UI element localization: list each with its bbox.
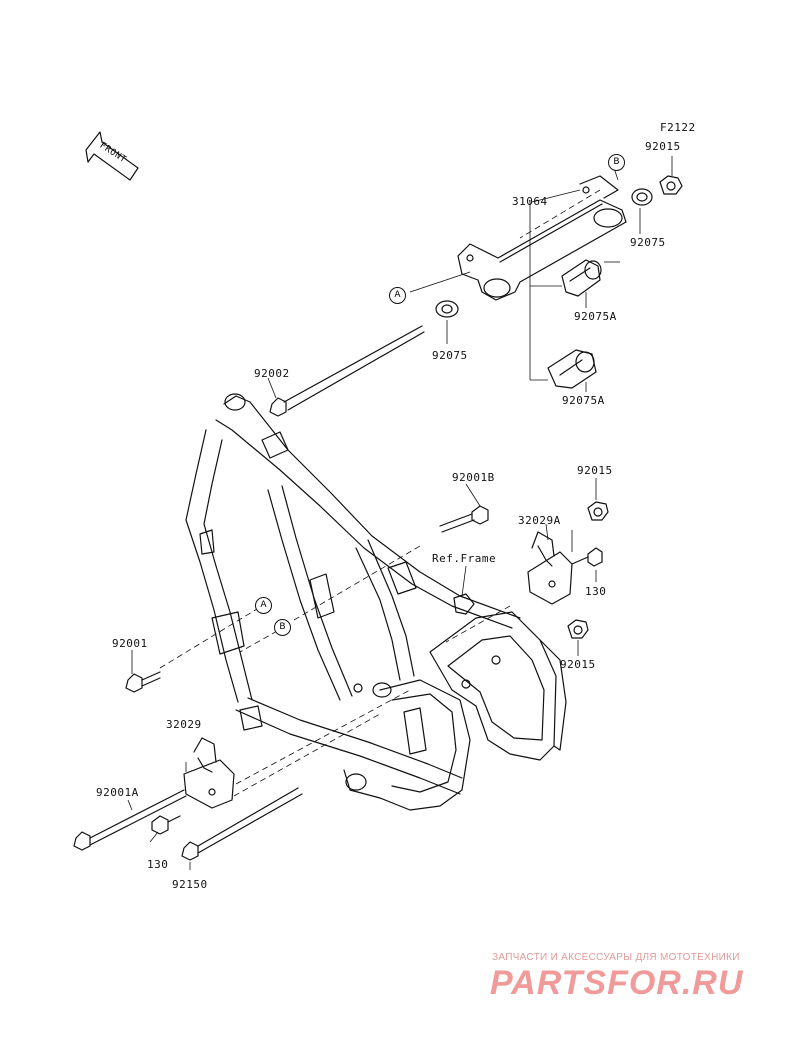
part-label-32029: 32029: [166, 718, 202, 731]
bolt-92001A: [73, 789, 187, 851]
part-label-92150: 92150: [172, 878, 208, 891]
part-label-92001A: 92001A: [96, 786, 139, 799]
bolt-130-left: [151, 815, 181, 835]
watermark-logo: PARTSFOR.RU: [490, 964, 744, 1002]
part-label-92075A-1: 92075A: [574, 310, 617, 323]
bolt-92002: [269, 325, 425, 417]
part-label-92001: 92001: [112, 637, 148, 650]
callout-a-mid: A: [255, 597, 272, 614]
front-arrow-icon: [85, 131, 139, 181]
collar-92075-left: [435, 300, 459, 318]
diagram-code: F2122: [660, 121, 696, 134]
leader-lines: [127, 156, 673, 870]
motorcycle-frame: [185, 393, 567, 811]
bushing-92075A-1: [561, 259, 602, 297]
part-label-92015-low: 92015: [560, 658, 596, 671]
callout-a-top: A: [389, 287, 406, 304]
part-label-92075-left: 92075: [432, 349, 468, 362]
bolt-92001B: [439, 505, 489, 533]
part-label-92002: 92002: [254, 367, 290, 380]
bolt-130-right: [571, 547, 603, 567]
part-label-92075A-2: 92075A: [562, 394, 605, 407]
bushing-92075A-2: [547, 349, 597, 389]
collar-92015-mid: [587, 501, 609, 521]
collar-92015-low: [567, 619, 589, 639]
collar-92075-right: [631, 188, 653, 206]
cross-tube-31064: [457, 175, 627, 301]
callout-b-mid: B: [274, 619, 291, 636]
ref-frame-label: Ref.Frame: [432, 552, 497, 565]
part-label-92075-right: 92075: [630, 236, 666, 249]
bolt-92150: [181, 787, 303, 861]
part-label-31064: 31064: [512, 195, 548, 208]
part-label-92015-mid: 92015: [577, 464, 613, 477]
callout-b-top: B: [608, 154, 625, 171]
bracket-32029A: [527, 531, 573, 605]
part-label-130-right: 130: [585, 585, 607, 598]
collar-92015-top: [659, 175, 683, 195]
part-label-130-left: 130: [147, 858, 169, 871]
part-label-92001B: 92001B: [452, 471, 495, 484]
watermark-subtitle: ЗАПЧАСТИ И АКСЕССУАРЫ ДЛЯ МОТОТЕХНИКИ: [492, 952, 740, 963]
bracket-32029: [183, 737, 235, 809]
part-label-32029A: 32029A: [518, 514, 561, 527]
bolt-92001: [125, 671, 161, 693]
part-label-92015-top: 92015: [645, 140, 681, 153]
